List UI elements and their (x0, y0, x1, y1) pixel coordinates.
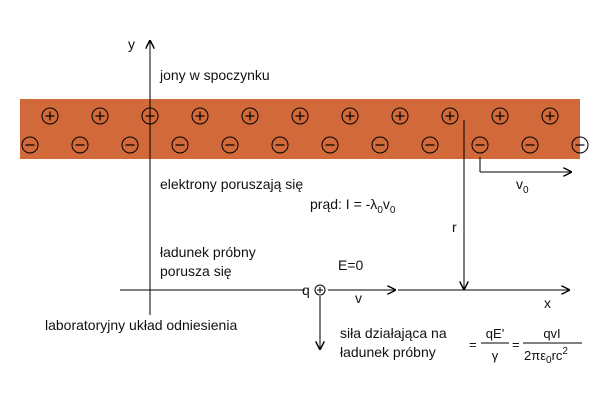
electron-minus-icon (421, 136, 439, 154)
ion-plus-icon (291, 107, 309, 125)
formula-frac2-den: 2πε0rc2 (524, 346, 568, 366)
x-axis-label: x (544, 295, 551, 311)
ion-plus-icon (391, 107, 409, 125)
electron-minus-icon (221, 136, 239, 154)
electron-minus-icon (171, 136, 189, 154)
ion-plus-icon (541, 107, 559, 125)
ion-plus-icon (341, 107, 359, 125)
test-charge-moving-label-2: porusza się (160, 263, 232, 279)
electron-minus-icon (521, 136, 539, 154)
test-charge-moving-label-1: ładunek próbny (160, 244, 256, 260)
charge-velocity-label: v (355, 290, 362, 306)
electrons-moving-label: elektrony poruszają się (160, 176, 303, 192)
ion-plus-icon (441, 107, 459, 125)
ions-at-rest-label: jony w spoczynku (159, 67, 270, 83)
electron-minus-icon (321, 136, 339, 154)
electron-minus-icon (121, 136, 139, 154)
electron-minus-icon (271, 136, 289, 154)
electron-minus-icon (71, 136, 89, 154)
ion-plus-icon (91, 107, 109, 125)
field-label: E=0 (338, 257, 364, 273)
ion-plus-icon (241, 107, 259, 125)
formula-eq2: = (512, 337, 520, 352)
electron-minus-icon (371, 136, 389, 154)
formula-frac1-num: qE' (486, 326, 504, 341)
formula-eq1: = (469, 337, 477, 352)
electron-minus-icon (21, 136, 39, 154)
lab-frame-label: laboratoryjny układ odniesienia (45, 317, 237, 333)
current-label: prąd: I = -λ0v0 (310, 196, 396, 216)
formula-frac1-den: γ (492, 348, 499, 363)
force-label-1: siła działająca na (340, 325, 447, 341)
y-axis-label: y (128, 36, 135, 52)
formula-frac2-num: qvI (543, 326, 560, 341)
distance-label: r (452, 219, 457, 235)
electron-velocity-label: v0 (516, 176, 529, 196)
ion-plus-icon (41, 107, 59, 125)
electron-minus-icon (471, 136, 489, 154)
ion-plus-icon (491, 107, 509, 125)
force-formula: = qE' γ = qvI 2πε0rc2 (469, 326, 582, 366)
electron-minus-icon (571, 136, 589, 154)
charge-label: q (302, 282, 310, 298)
ion-plus-icon (191, 107, 209, 125)
force-label-2: ładunek próbny (340, 344, 436, 360)
electron-row (21, 136, 589, 154)
